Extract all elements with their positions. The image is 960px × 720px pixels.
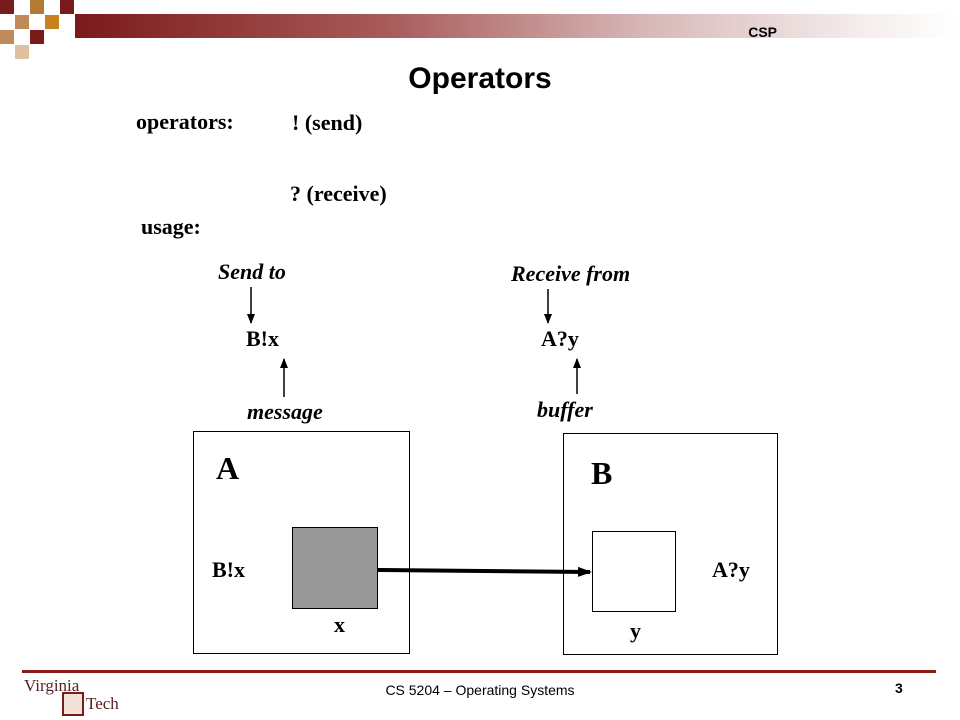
receive-from-label: Receive from [511,261,631,286]
process-a-expression: B!x [212,557,245,582]
process-b-name: B [591,455,613,491]
header-square [0,0,14,14]
header-square [45,15,59,29]
header-square [30,30,44,44]
process-a-name: A [216,450,240,486]
variable-y-label: y [630,618,641,643]
operators-label: operators: [136,109,234,134]
footer-course: CS 5204 – Operating Systems [385,682,575,698]
usage-label: usage: [141,214,201,239]
header-square [60,0,74,14]
receive-operator: ? (receive) [290,181,387,206]
header-gradient-bar [75,14,960,38]
variable-x-box [292,527,378,609]
send-expression: B!x [246,326,279,351]
logo-text-tech: Tech [86,694,119,713]
variable-y-box [592,531,676,612]
header-square [30,0,44,14]
slide-title: Operators [408,62,552,95]
logo-text-virginia: Virginia [24,676,80,695]
send-operator: ! (send) [292,110,363,135]
buffer-label: buffer [537,397,593,422]
header-square [0,30,14,44]
virginia-tech-logo: Virginia Tech [24,676,124,718]
header-logo-squares [0,0,80,60]
header-square [15,15,29,29]
receive-expression: A?y [541,326,579,351]
logo-vt-mark [62,692,84,716]
footer-divider [22,670,936,673]
page-number: 3 [895,680,903,696]
header-square [15,45,29,59]
process-b-expression: A?y [712,557,750,582]
course-tag: CSP [748,24,777,40]
send-to-label: Send to [218,259,286,284]
variable-x-label: x [334,612,345,637]
message-label: message [247,399,323,424]
channel-arrow [377,566,592,577]
